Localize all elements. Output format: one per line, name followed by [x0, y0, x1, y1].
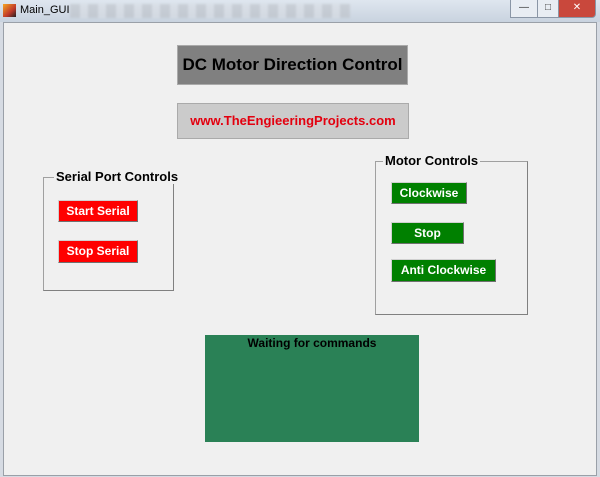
serial-port-panel — [43, 177, 174, 291]
website-label: www.TheEngieeringProjects.com — [177, 103, 409, 139]
start-serial-button[interactable]: Start Serial — [58, 200, 138, 222]
anti-clockwise-button[interactable]: Anti Clockwise — [391, 259, 496, 282]
matlab-icon — [3, 4, 16, 17]
clockwise-button[interactable]: Clockwise — [391, 182, 467, 204]
page-title: DC Motor Direction Control — [177, 45, 408, 85]
status-display: Waiting for commands — [205, 335, 419, 442]
minimize-button[interactable]: — — [510, 0, 538, 18]
title-bar: Main_GUI — □ ✕ — [0, 0, 600, 22]
stop-motor-button[interactable]: Stop — [391, 222, 464, 244]
stop-serial-button[interactable]: Stop Serial — [58, 240, 138, 263]
maximize-button[interactable]: □ — [537, 0, 559, 18]
figure-area: DC Motor Direction Control www.TheEngiee… — [3, 22, 597, 476]
toolbar-background — [70, 4, 350, 18]
serial-panel-title: Serial Port Controls — [54, 169, 181, 184]
window-title: Main_GUI — [20, 4, 70, 16]
motor-panel-title: Motor Controls — [383, 153, 481, 168]
close-button[interactable]: ✕ — [558, 0, 596, 18]
